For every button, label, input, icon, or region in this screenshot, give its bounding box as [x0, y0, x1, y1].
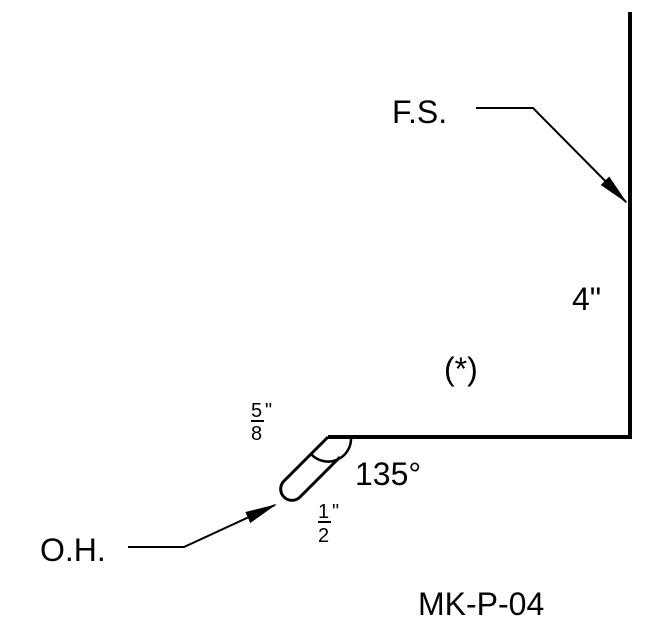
angled-bend-leg	[279, 435, 342, 502]
height-dimension-label: 4"	[572, 281, 601, 317]
mark-number-label: MK-P-04	[418, 586, 544, 622]
angle-arc	[310, 436, 353, 463]
oh-leader-arrow	[128, 504, 277, 548]
dim-12-numerator: 1	[318, 501, 329, 523]
oh-label: O.H.	[40, 532, 106, 568]
dim-one-half: 1 2 "	[318, 501, 339, 547]
dim-five-eighths: 5 8 "	[251, 400, 272, 445]
dim-58-unit: "	[265, 400, 272, 422]
dim-12-denominator: 2	[318, 525, 329, 547]
fs-leader-arrow	[476, 107, 628, 204]
angle-label: 135°	[355, 456, 421, 492]
asterisk-note-label: (*)	[444, 351, 478, 387]
dim-58-denominator: 8	[251, 423, 262, 445]
dim-12-unit: "	[332, 501, 339, 523]
fs-label: F.S.	[392, 94, 447, 130]
dim-58-numerator: 5	[251, 400, 262, 422]
plate-profile-line	[328, 12, 632, 439]
